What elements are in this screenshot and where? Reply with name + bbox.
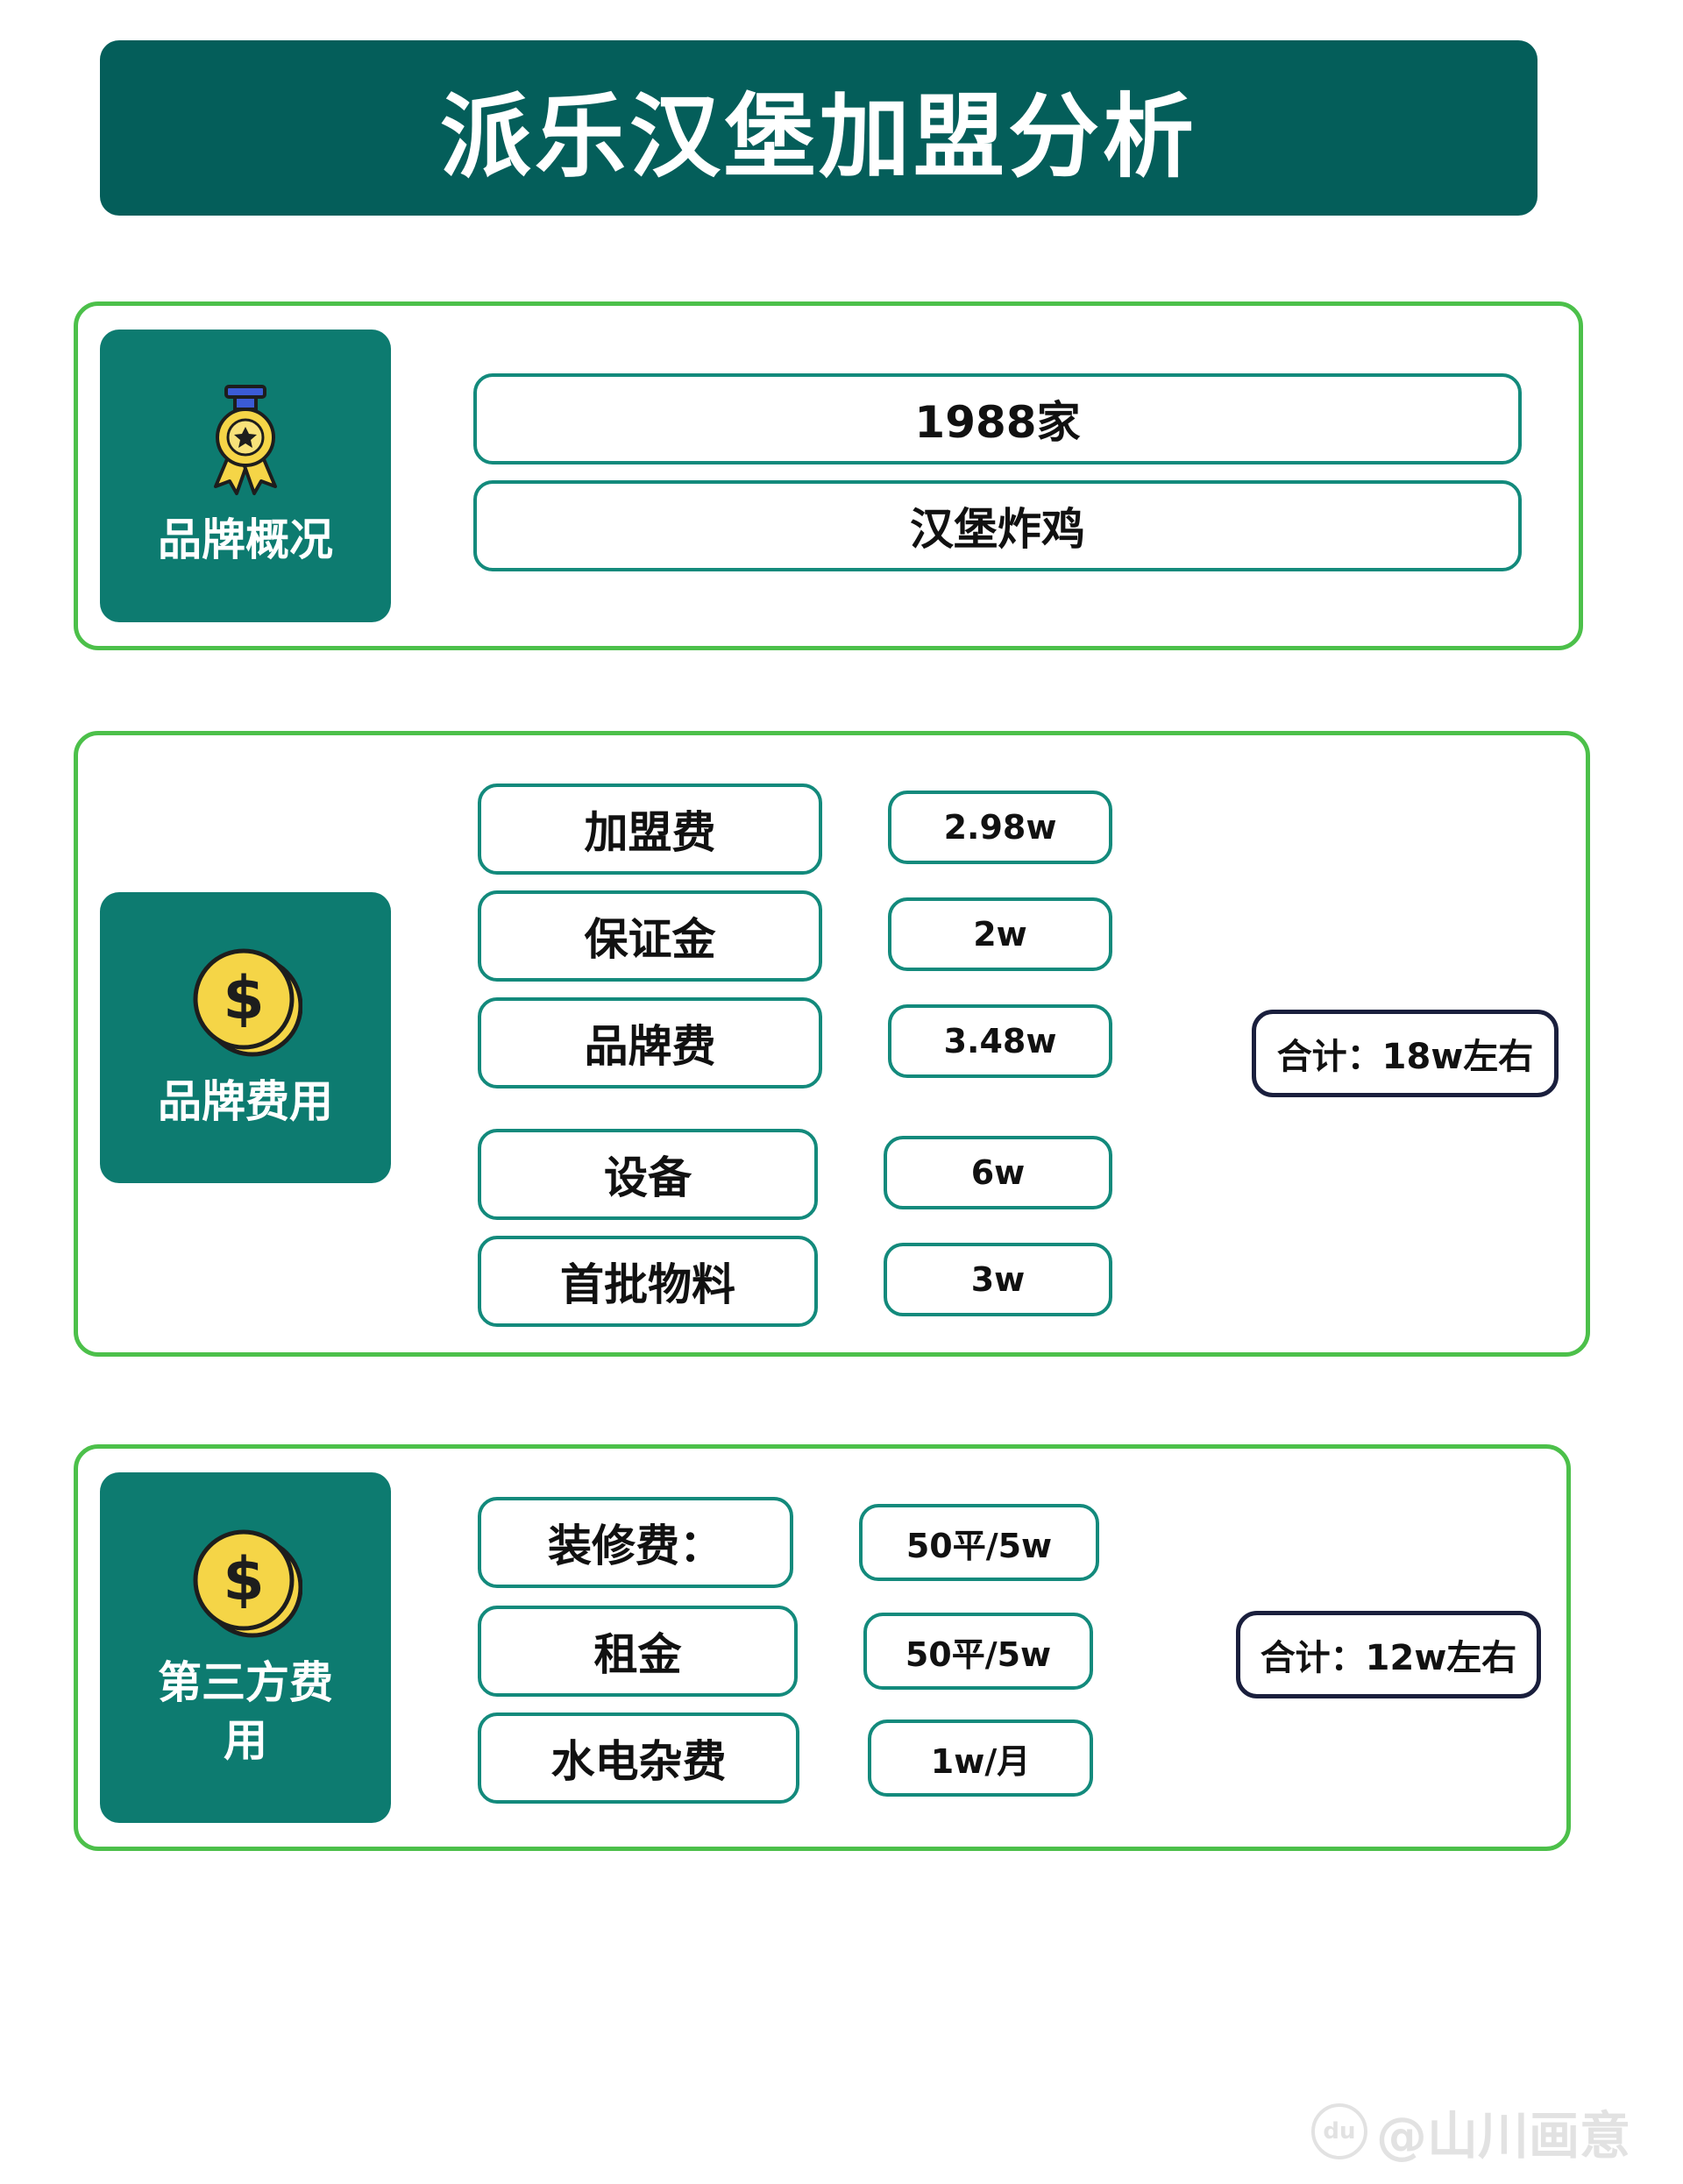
- watermark-text: @山川画意: [1375, 2106, 1630, 2166]
- fee-name-equipment: 设备: [478, 1129, 818, 1220]
- category-brand-fees: $ 品牌费用: [100, 892, 391, 1183]
- fee-name-rent: 租金: [478, 1606, 798, 1697]
- fee-value-equipment: 6w: [884, 1136, 1112, 1209]
- fee-name-utilities: 水电杂费: [478, 1712, 799, 1804]
- fee-value-materials: 3w: [884, 1243, 1112, 1316]
- category-label: 品牌费用: [158, 1076, 333, 1127]
- fee-value-deposit: 2w: [888, 897, 1112, 971]
- watermark: du @山川画意: [1310, 2095, 1630, 2168]
- fee-value-brand: 3.48w: [888, 1004, 1112, 1078]
- brand-fees-total: 合计：18w左右: [1252, 1010, 1559, 1097]
- fee-name-brand: 品牌费: [478, 997, 822, 1088]
- fee-value-franchise: 2.98w: [888, 791, 1112, 864]
- category-label: 第三方费用: [158, 1657, 333, 1766]
- store-count: 1988家: [914, 397, 1081, 448]
- category-type-box: 汉堡炸鸡: [473, 480, 1522, 571]
- third-party-fees-total: 合计：12w左右: [1236, 1611, 1541, 1698]
- fee-value-utilities: 1w/月: [868, 1720, 1093, 1797]
- title-banner: 派乐汉堡加盟分析: [100, 40, 1537, 216]
- svg-text:$: $: [223, 964, 264, 1033]
- paw-logo-icon: du: [1310, 2103, 1367, 2159]
- fee-name-materials: 首批物料: [478, 1236, 818, 1327]
- store-count-box: 1988家: [473, 373, 1522, 464]
- dollar-coin-icon: $: [193, 1529, 302, 1638]
- fee-name-deposit: 保证金: [478, 890, 822, 982]
- medal-icon: [214, 385, 277, 495]
- fee-name-franchise: 加盟费: [478, 784, 822, 875]
- category-third-party-fees: $ 第三方费用: [100, 1472, 391, 1823]
- category-label: 品牌概况: [158, 514, 333, 565]
- svg-text:$: $: [223, 1545, 264, 1614]
- fee-value-renovation: 50平/5w: [859, 1504, 1099, 1581]
- dollar-coin-icon: $: [193, 948, 302, 1057]
- fee-name-renovation: 装修费：: [478, 1497, 793, 1588]
- category-type: 汉堡炸鸡: [910, 504, 1085, 555]
- fee-value-rent: 50平/5w: [863, 1613, 1093, 1690]
- category-brand-overview: 品牌概况: [100, 330, 391, 622]
- page-title: 派乐汉堡加盟分析: [439, 82, 1197, 190]
